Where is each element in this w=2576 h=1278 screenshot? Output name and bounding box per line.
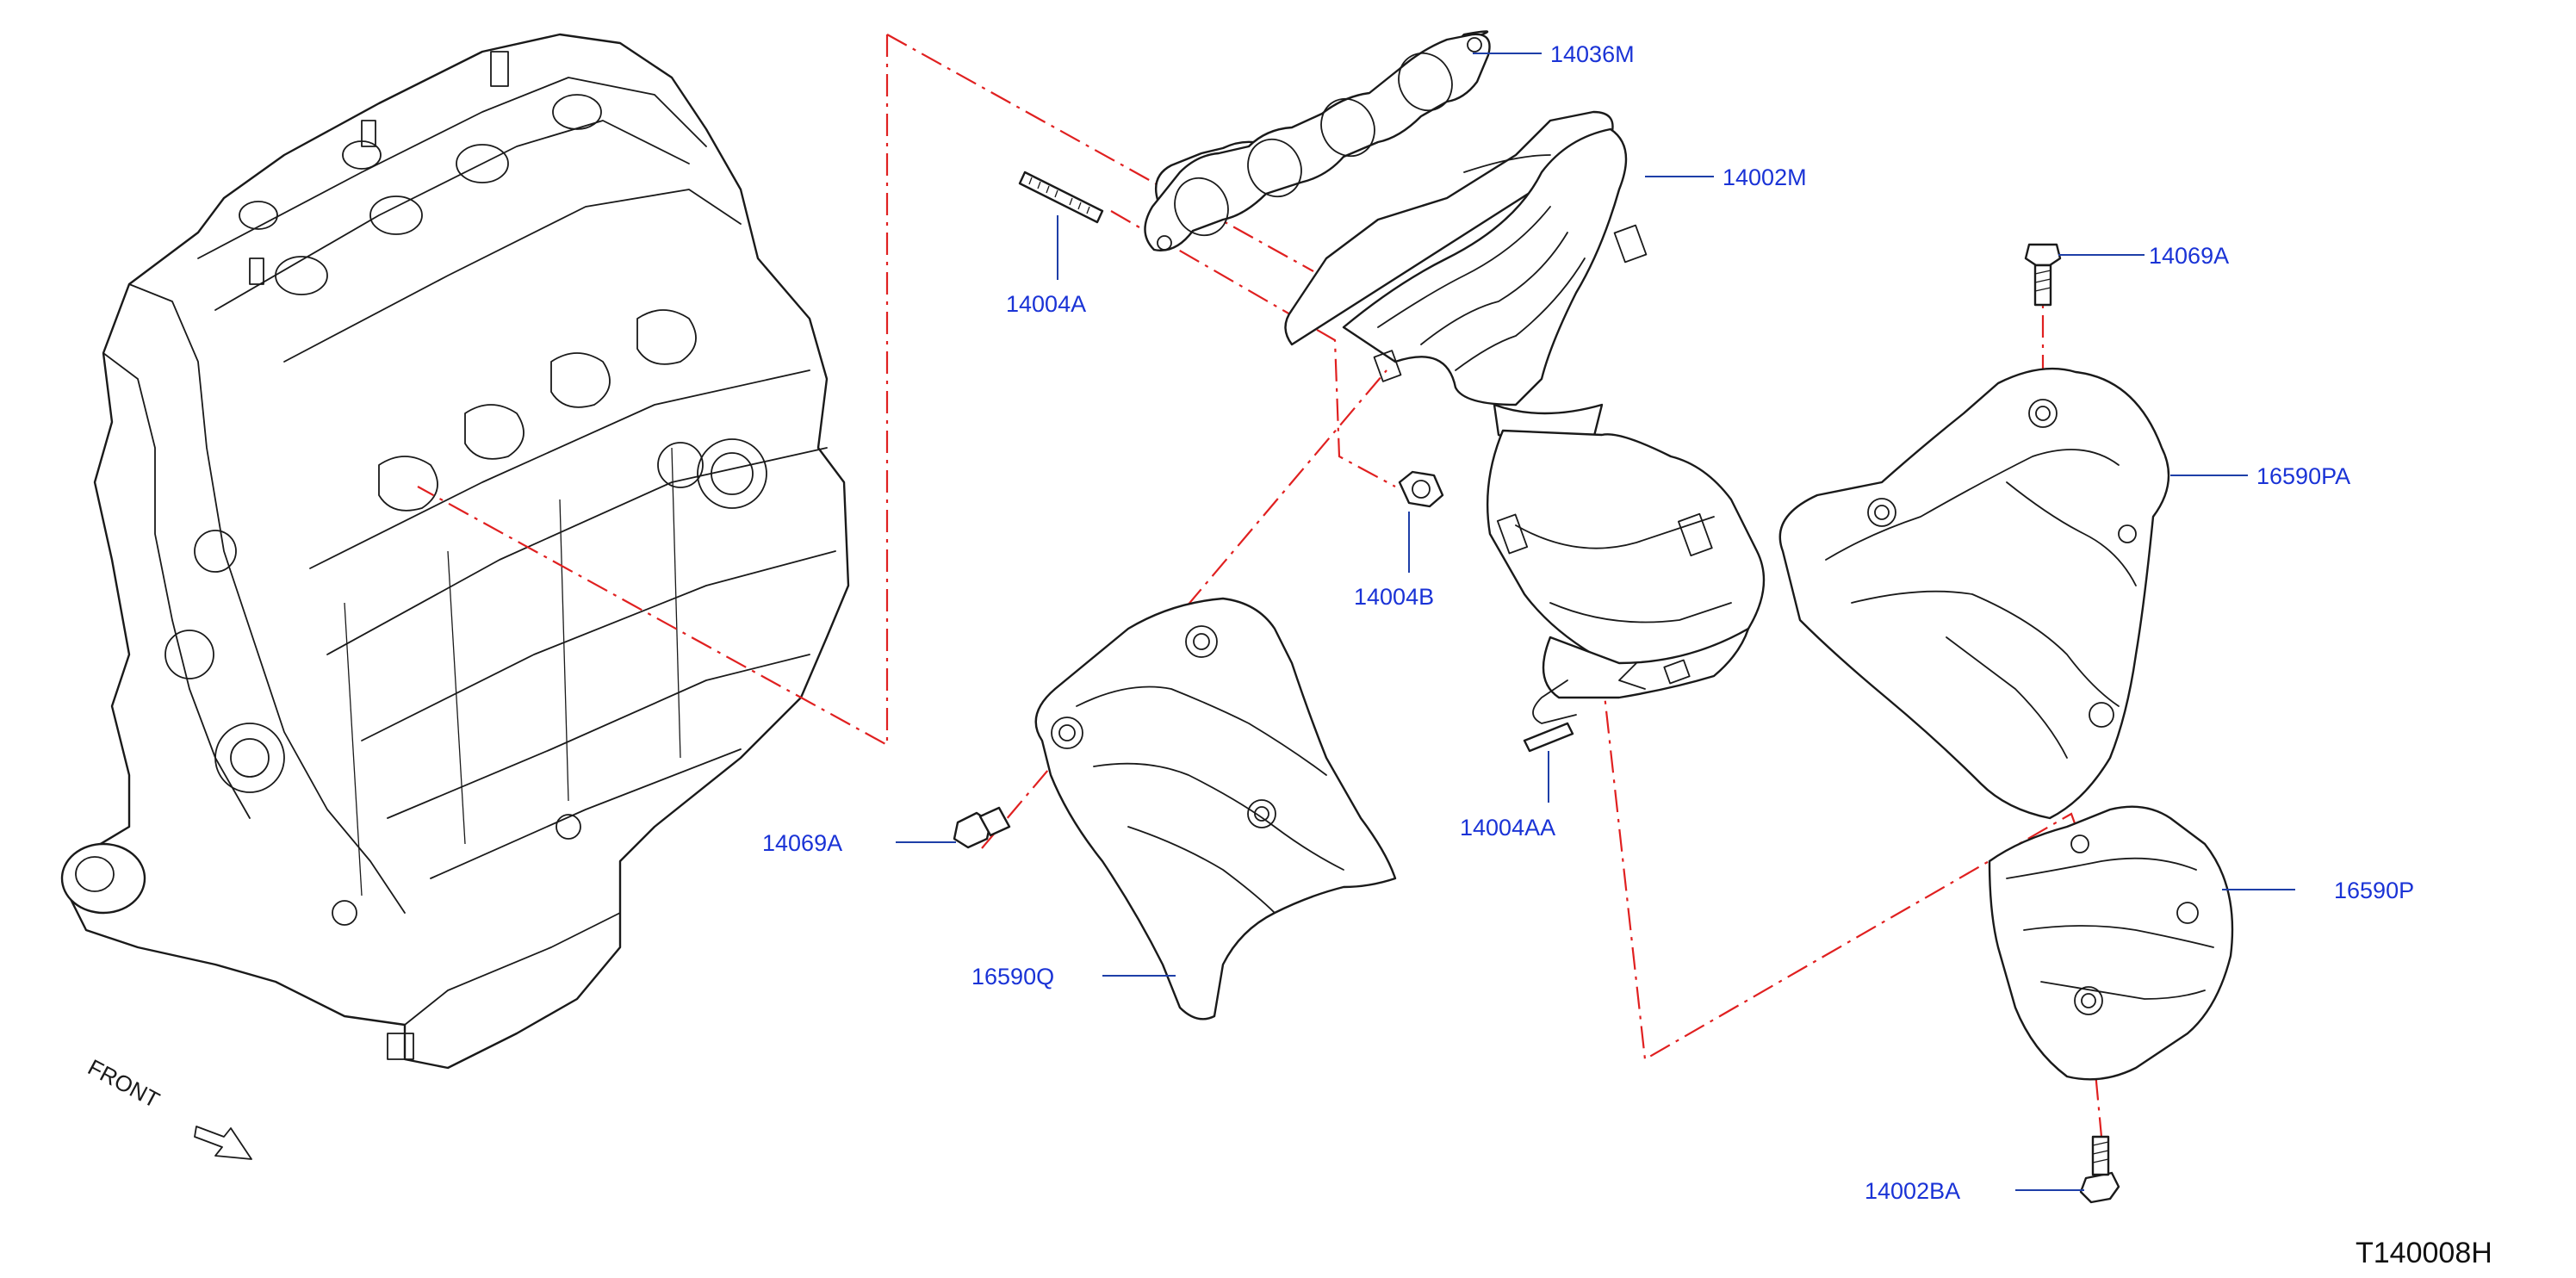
callout-14036M: 14036M (1550, 41, 1635, 67)
stud-14004AA (1523, 722, 1574, 753)
callout-14069A-left: 14069A (762, 830, 842, 856)
centerline-shield-left (981, 369, 1387, 849)
bolt-14069A-top (2024, 243, 2062, 307)
callout-16590PA: 16590PA (2256, 463, 2350, 489)
callout-leaders (896, 53, 2295, 1191)
callout-14004AA: 14004AA (1460, 815, 1555, 841)
front-direction-indicator: FRONT (84, 1054, 252, 1160)
heat-shield-16590PA (1778, 367, 2170, 820)
heat-shield-16590P (1988, 805, 2234, 1081)
callout-16590Q: 16590Q (971, 964, 1054, 990)
engine-assembly (60, 33, 850, 1070)
drawing-code: T140008H (2356, 1237, 2492, 1269)
front-label: FRONT (84, 1054, 164, 1114)
stud-14004A (1018, 171, 1104, 224)
centerline-stud-14004A (1110, 210, 1396, 487)
centerline-lower-shield (1600, 671, 2090, 1061)
bolt-14002BA (2079, 1135, 2120, 1204)
callout-labels: 14036M 14002M 14004A 14069A 16590PA 1400… (762, 41, 2414, 1204)
callout-16590P: 16590P (2334, 878, 2414, 903)
exhaust-manifold-gasket (1144, 30, 1491, 251)
front-arrow-icon (194, 1126, 252, 1160)
callout-14004A: 14004A (1006, 291, 1086, 317)
callout-14002BA: 14002BA (1865, 1178, 1960, 1204)
bolt-14069A-left (953, 806, 1011, 849)
callout-14004B: 14004B (1354, 584, 1434, 610)
exhaust-manifold-catalyst (1284, 110, 1766, 724)
heat-shield-16590Q (1034, 597, 1397, 1021)
callout-14069A-top: 14069A (2149, 243, 2229, 269)
callout-14002M: 14002M (1723, 164, 1807, 190)
centerline-gasket-upper (886, 34, 1314, 272)
nut-14004B (1398, 470, 1444, 508)
